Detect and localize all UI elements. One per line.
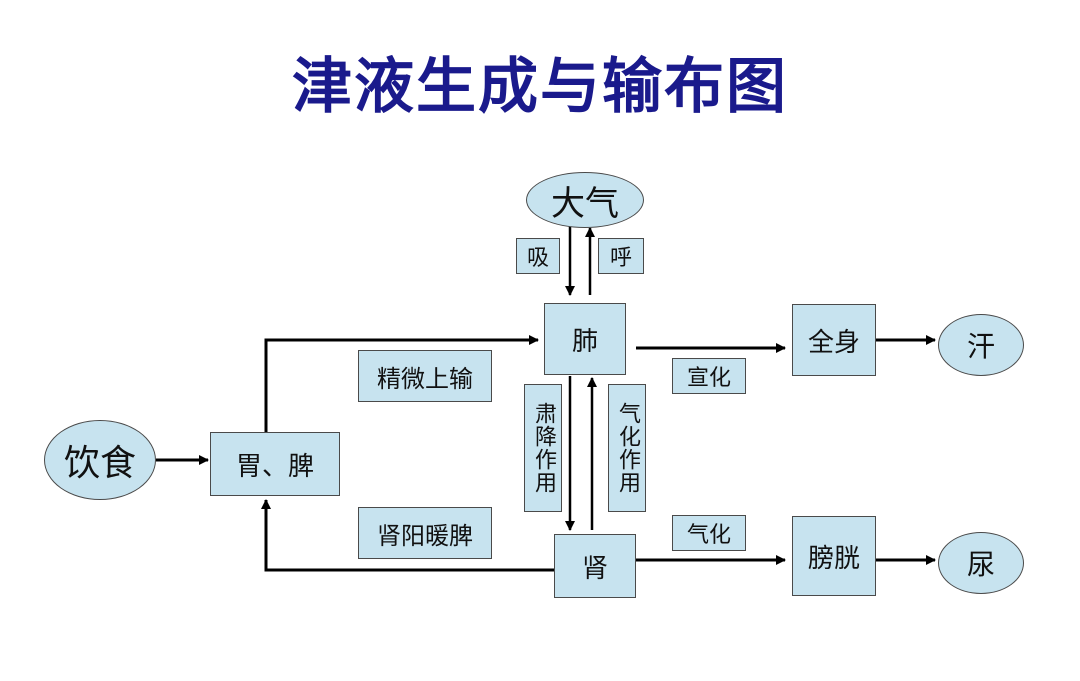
- node-quanshen: 全身: [792, 304, 876, 376]
- node-niao: 尿: [938, 532, 1024, 594]
- arrow-weipi-to-fei: [264, 335, 539, 432]
- label-jingwei: 精微上输: [358, 350, 492, 402]
- label-suxiang: 肃降作用: [524, 384, 562, 512]
- node-shen: 肾: [554, 534, 636, 598]
- node-daqi: 大气: [526, 172, 644, 228]
- label-xuanhua: 宣化: [672, 358, 746, 394]
- diagram-title: 津液生成与输布图: [292, 52, 788, 122]
- node-han: 汗: [938, 314, 1024, 376]
- label-hu: 呼: [598, 238, 644, 274]
- node-fei: 肺: [544, 303, 626, 375]
- label-qihua-vertical-text: 气化作用: [615, 402, 640, 494]
- node-weipi: 胃、脾: [210, 432, 340, 496]
- label-suxiang-text: 肃降作用: [531, 402, 556, 494]
- node-yinshi: 饮食: [44, 420, 156, 500]
- label-xi: 吸: [516, 238, 560, 274]
- label-qihua-vertical: 气化作用: [608, 384, 646, 512]
- arrow-shen-to-weipi: [261, 499, 554, 572]
- label-qihua: 气化: [672, 515, 746, 551]
- label-shenyang: 肾阳暖脾: [358, 507, 492, 559]
- node-pangguang: 膀胱: [792, 516, 876, 596]
